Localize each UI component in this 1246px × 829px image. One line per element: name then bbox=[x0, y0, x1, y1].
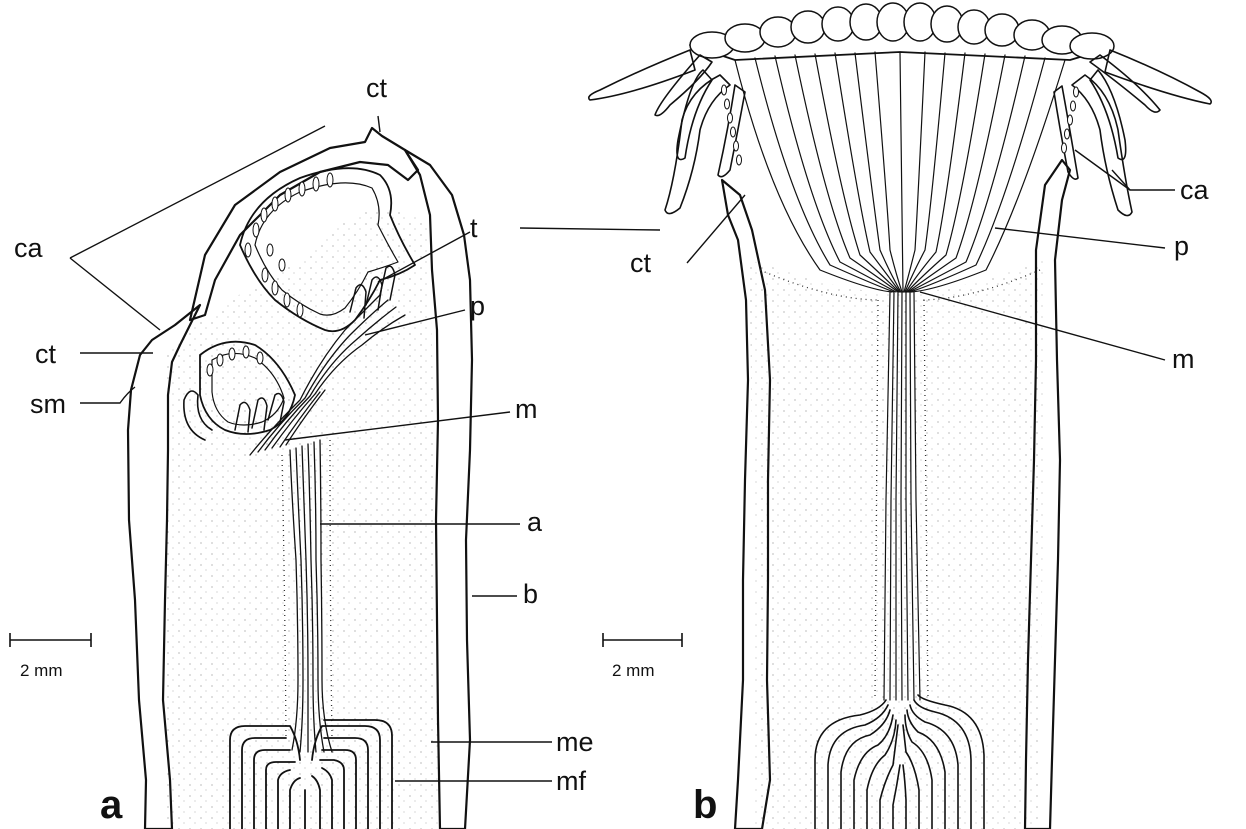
label-a-t: t bbox=[470, 213, 478, 243]
label-a-p: p bbox=[470, 291, 485, 321]
label-a-mf: mf bbox=[556, 766, 586, 796]
panel-label-b: b bbox=[693, 783, 717, 827]
label-b-ct: ct bbox=[630, 248, 652, 278]
scale-bar-b-label: 2 mm bbox=[612, 661, 655, 680]
label-a-a: a bbox=[527, 507, 543, 537]
label-b-p: p bbox=[1174, 231, 1189, 261]
label-a-ca: ca bbox=[14, 233, 44, 263]
panel-b-septa-fan bbox=[735, 52, 1065, 292]
panel-b-disc-lobes bbox=[690, 3, 1114, 59]
label-a-ct-top: ct bbox=[366, 73, 388, 103]
scale-bar-a-label: 2 mm bbox=[20, 661, 63, 680]
label-b-m: m bbox=[1172, 344, 1195, 374]
label-a-me: me bbox=[556, 727, 594, 757]
label-b-ca: ca bbox=[1180, 175, 1210, 205]
panel-a-drawing bbox=[128, 128, 472, 829]
scale-bar-a: 2 mm bbox=[10, 633, 91, 680]
label-a-b: b bbox=[523, 579, 538, 609]
panel-b-drawing bbox=[589, 3, 1212, 829]
label-a-sm: sm bbox=[30, 389, 66, 419]
label-a-m: m bbox=[515, 394, 538, 424]
panel-label-a: a bbox=[100, 783, 123, 827]
label-a-ct: ct bbox=[35, 339, 57, 369]
scale-bar-b: 2 mm bbox=[603, 633, 682, 680]
